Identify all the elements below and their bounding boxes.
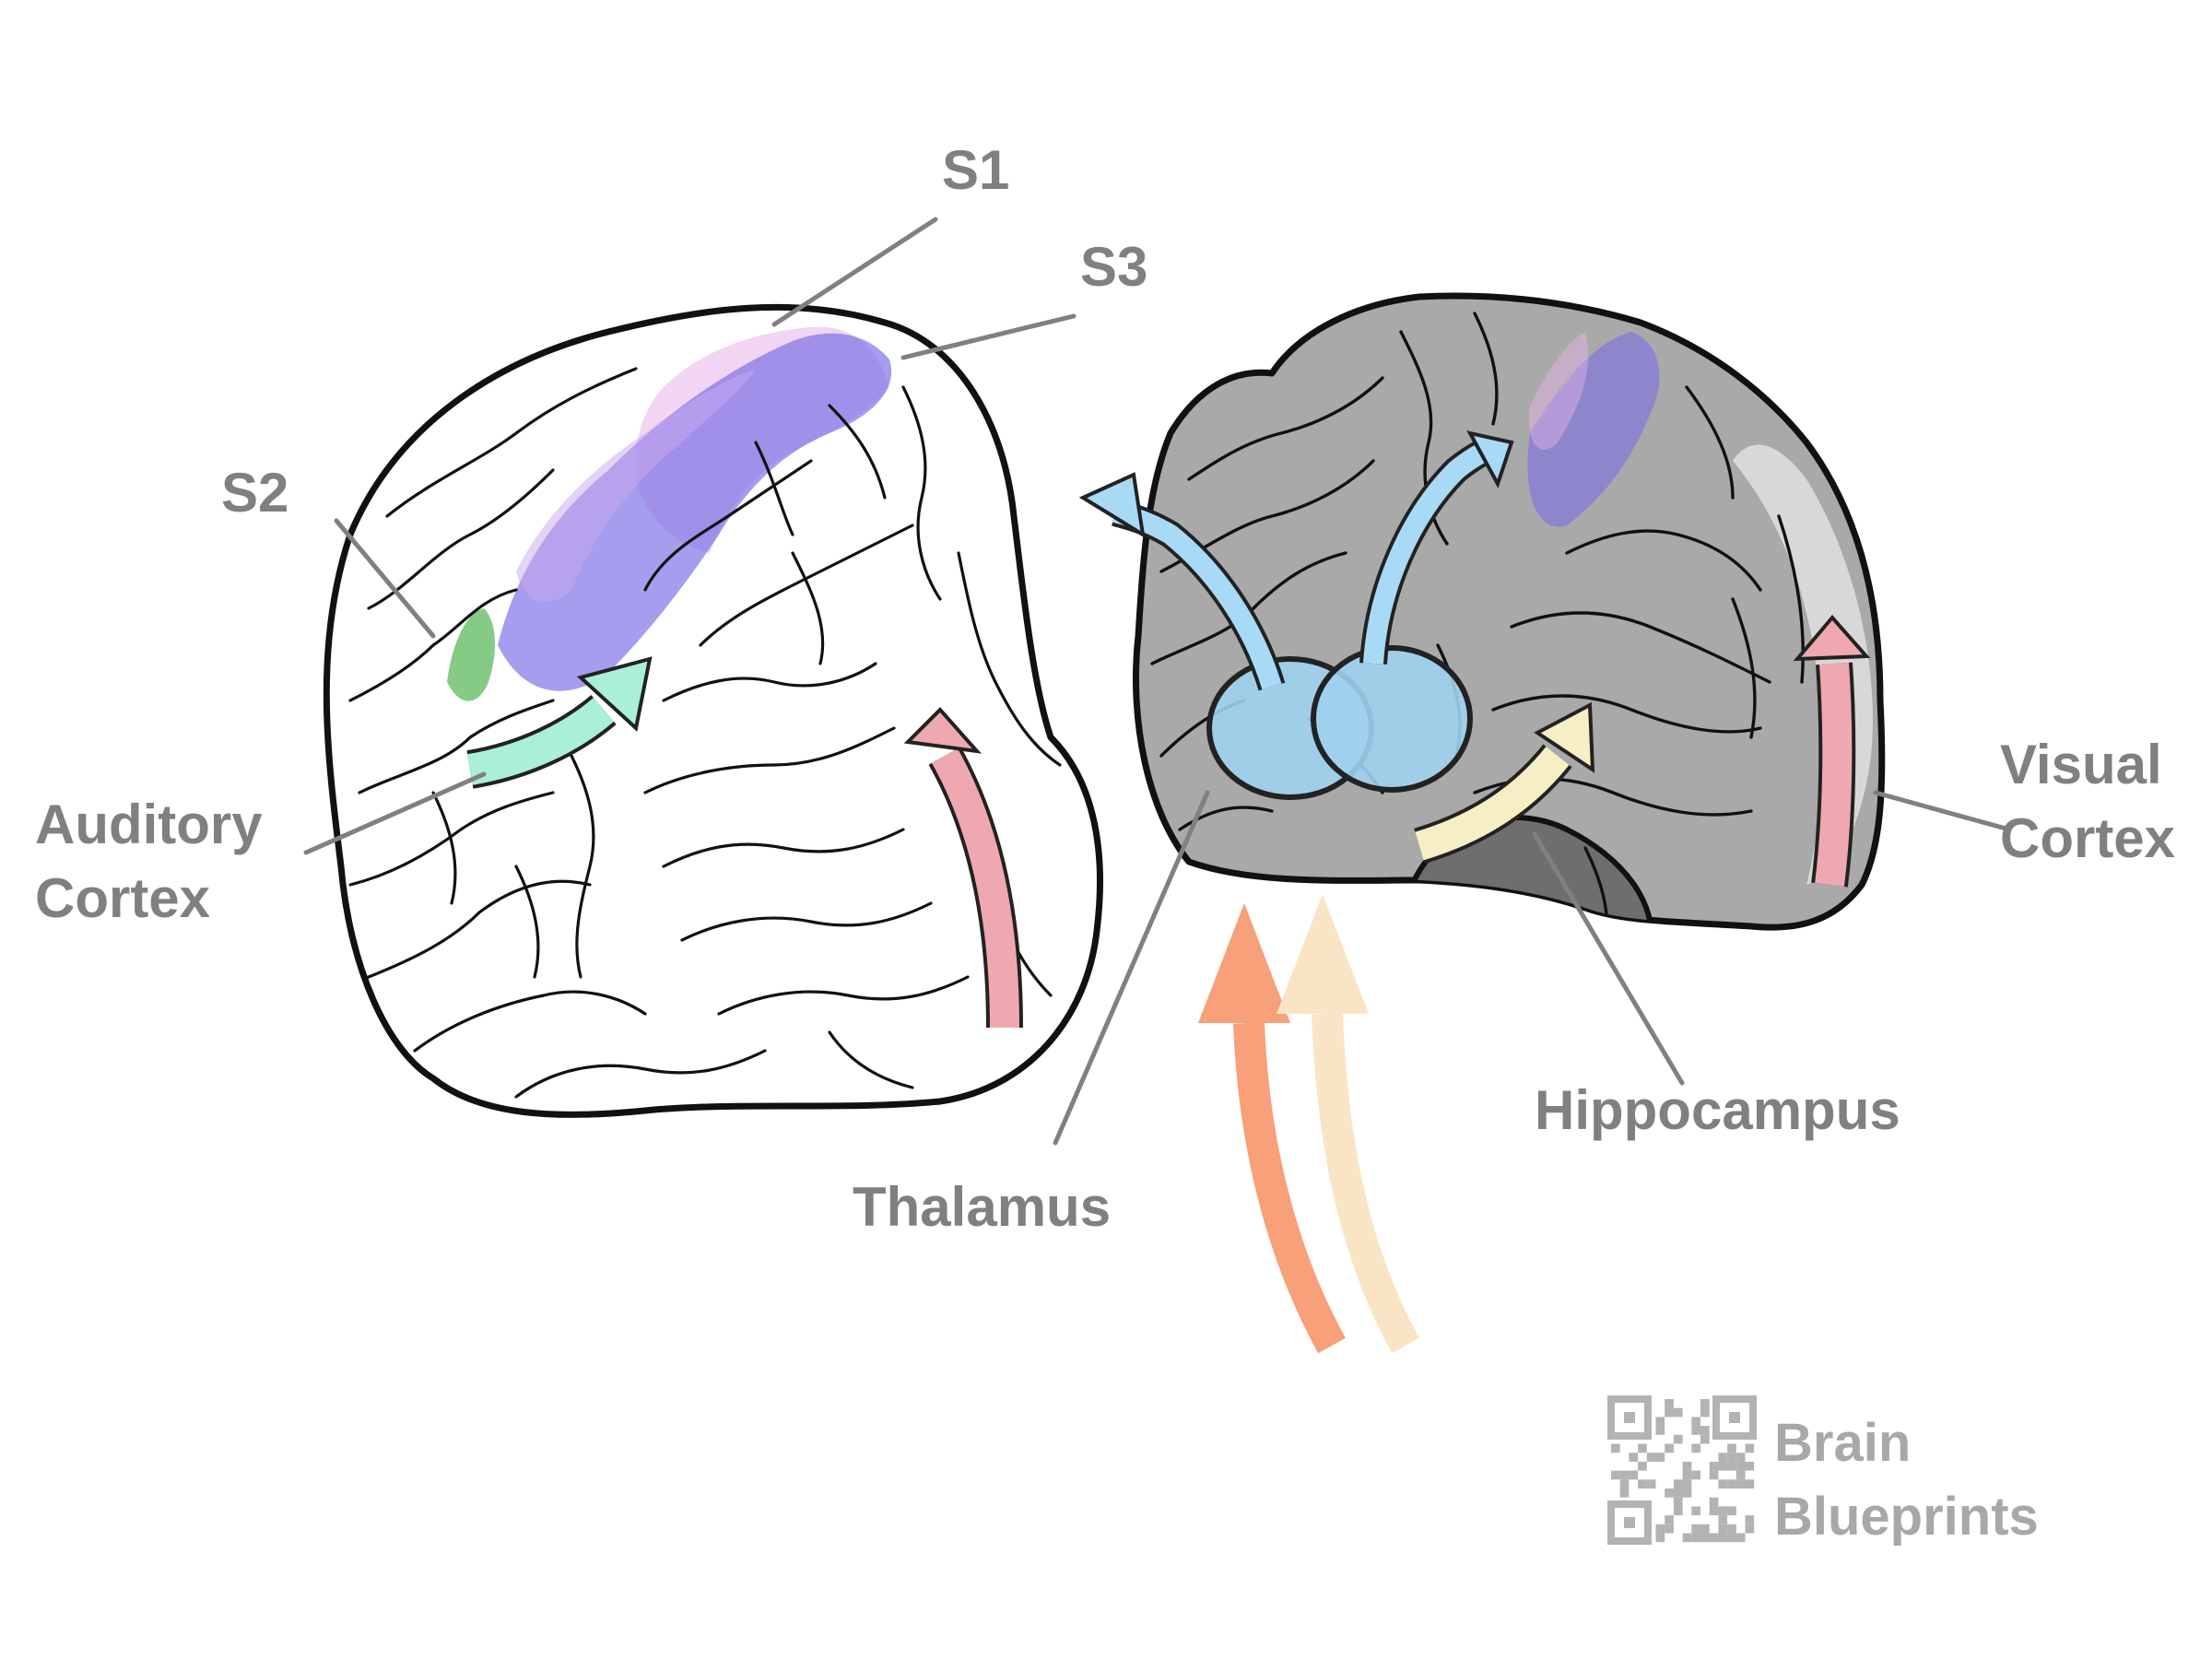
left-brain-lateral-view	[323, 303, 1103, 1118]
hippocampus-pathway-arrow	[1414, 701, 1595, 865]
auditory-pathway-arrow	[466, 656, 653, 789]
label-thalamus: Thalamus	[853, 1176, 1111, 1238]
right-brain-medial-view	[1132, 292, 1886, 931]
thalamus-leader-line	[1053, 790, 1210, 1146]
thalamus-right-lobe	[1311, 645, 1473, 793]
medial-s1-region	[1527, 332, 1660, 527]
label-s3: S3	[1080, 236, 1147, 298]
label-auditory-line2: Cortex	[35, 867, 210, 929]
visual-pathway-arrow-left	[903, 707, 1023, 1029]
label-auditory-line1: Auditory	[35, 794, 263, 855]
s3-leader-line	[900, 313, 1077, 360]
brand-line2: Blueprints	[1774, 1487, 2039, 1547]
thalamus-to-cortex-arrow-left	[1078, 472, 1286, 691]
auditory-leader-line	[303, 771, 487, 855]
brand-line1: Brain	[1774, 1413, 1911, 1473]
s1-leader-line	[771, 217, 938, 327]
label-hippocampus: Hippocampus	[1535, 1079, 1900, 1141]
s2-region	[447, 608, 495, 701]
ascending-input-arrow-orange	[1198, 903, 1346, 1354]
label-s2: S2	[221, 462, 288, 524]
thalamus-to-cortex-arrow-right	[1359, 430, 1514, 665]
visual-leader-line	[1873, 790, 2012, 832]
label-s1: S1	[942, 139, 1009, 201]
s1-region	[498, 333, 892, 691]
hippocampus-leader-line	[1532, 831, 1685, 1086]
s2-leader-line	[334, 518, 436, 639]
label-visual-line2: Cortex	[2000, 807, 2175, 869]
ascending-input-arrow-cream	[1277, 894, 1419, 1354]
brand-qr-code-icon	[1607, 1395, 1757, 1545]
visual-pathway-arrow-right	[1793, 614, 1871, 888]
label-visual-line1: Visual	[2000, 734, 2162, 795]
